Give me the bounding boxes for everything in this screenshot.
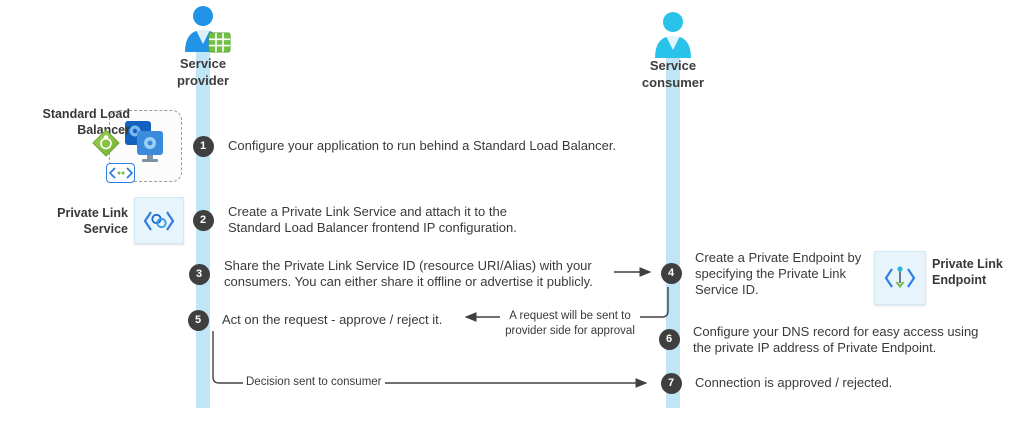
step-5-marker: 5: [187, 309, 209, 331]
private-link-service-icon: [134, 197, 184, 244]
virtual-machines-icon: [125, 121, 163, 162]
request-sent-note: A request will be sent to provider side …: [500, 309, 640, 338]
private-link-chip-icon: [106, 163, 135, 183]
standard-load-balancer-label: Standard Load Balancer: [42, 107, 130, 137]
service-consumer-label: Service consumer: [641, 58, 705, 90]
step-6-marker: 6: [658, 328, 680, 350]
private-link-endpoint-label: Private Link Endpoint: [932, 257, 1003, 287]
step-1-text: Configure your application to run behind…: [228, 138, 617, 153]
private-link-endpoint-icon: [874, 251, 926, 305]
decision-sent-label: Decision sent to consumer: [243, 376, 385, 388]
step-6-text: Configure your DNS record for easy acces…: [693, 324, 979, 355]
service-provider-icon: [185, 6, 231, 53]
step-4-text: Create a Private Endpoint by specifying …: [695, 250, 862, 297]
consumer-lifeline: [666, 50, 680, 408]
load-balancer-icon: [92, 129, 120, 157]
step-1-marker: 1: [192, 135, 214, 157]
step-3-text: Share the Private Link Service ID (resou…: [224, 258, 593, 289]
step-5-text: Act on the request - approve / reject it…: [222, 312, 443, 327]
step-2-marker: 2: [192, 209, 214, 231]
step-3-marker: 3: [188, 263, 210, 285]
service-provider-label: Service provider: [176, 56, 229, 88]
private-link-service-label: Private Link Service: [57, 206, 128, 236]
green-grid-icon: [208, 32, 231, 53]
step-4-marker: 4: [660, 262, 682, 284]
service-consumer-icon: [655, 12, 691, 58]
step-7-marker: 7: [660, 372, 682, 394]
step-7-text: Connection is approved / rejected.: [695, 375, 893, 390]
step-2-text: Create a Private Link Service and attach…: [228, 204, 517, 235]
